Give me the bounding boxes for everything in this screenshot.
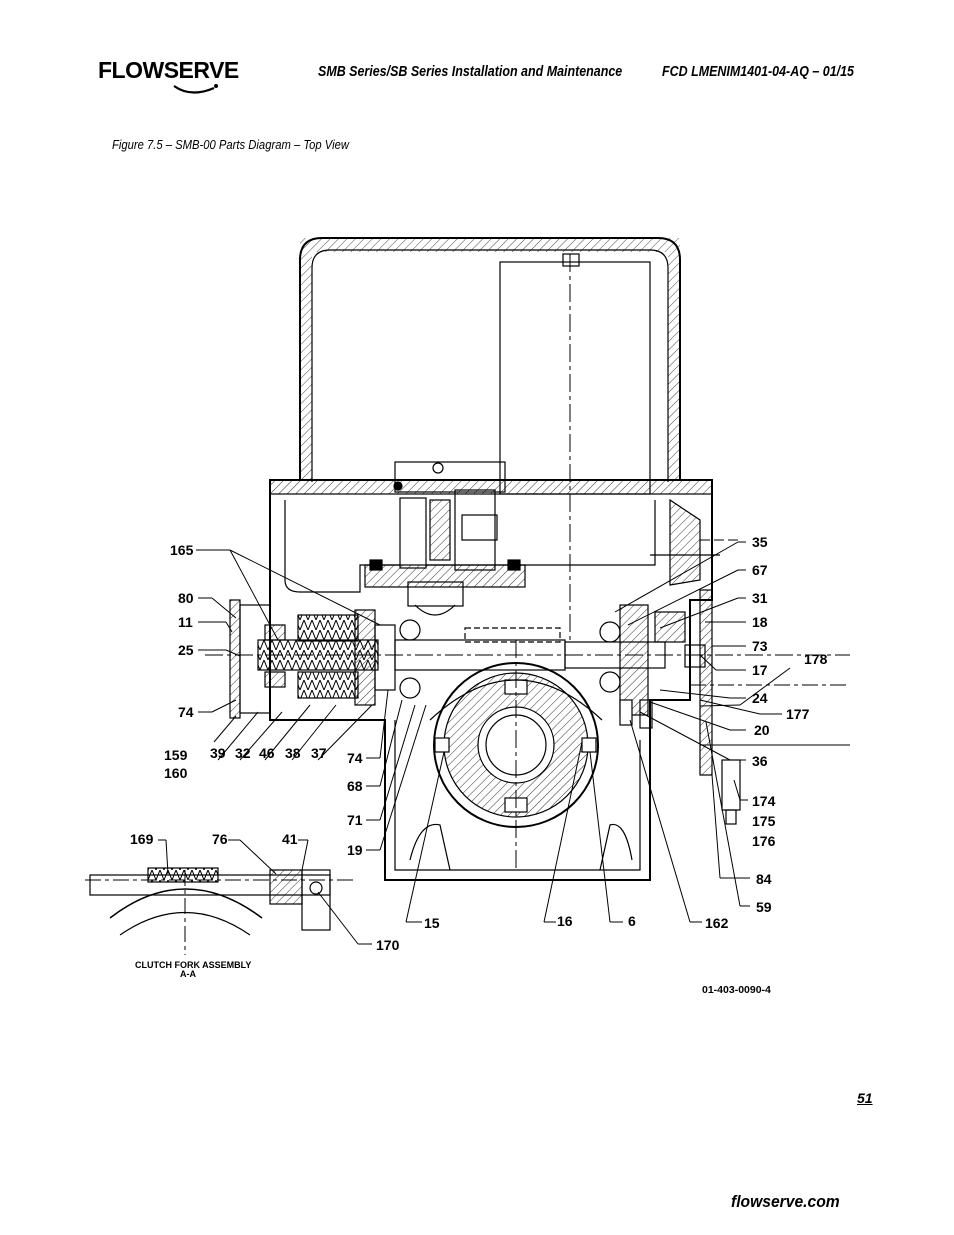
limit-switch-assembly	[364, 461, 526, 616]
worm-shaft-assembly	[205, 589, 850, 825]
label-15: 15	[424, 915, 440, 931]
figure-caption: Figure 7.5 – SMB-00 Parts Diagram – Top …	[112, 138, 349, 152]
page-number: 51	[857, 1090, 873, 1106]
label-177: 177	[786, 706, 810, 722]
label-6: 6	[628, 913, 636, 929]
label-31: 31	[752, 590, 768, 606]
label-169: 169	[130, 831, 154, 847]
label-46: 46	[259, 745, 275, 761]
label-73: 73	[752, 638, 768, 654]
label-41: 41	[282, 831, 298, 847]
label-59: 59	[756, 899, 772, 915]
label-71: 71	[347, 812, 363, 828]
label-24: 24	[752, 690, 768, 706]
label-67: 67	[752, 562, 768, 578]
label-18: 18	[752, 614, 768, 630]
label-159: 159	[164, 747, 188, 763]
label-11: 11	[178, 614, 193, 630]
footer-website[interactable]: flowserve.com	[731, 1192, 840, 1211]
label-175: 175	[752, 813, 776, 829]
label-20: 20	[754, 722, 770, 738]
label-19: 19	[347, 842, 363, 858]
label-76: 76	[212, 831, 228, 847]
label-80: 80	[178, 590, 194, 606]
label-17: 17	[752, 662, 768, 678]
label-160: 160	[164, 765, 188, 781]
label-170: 170	[376, 937, 400, 953]
label-162: 162	[705, 915, 729, 931]
label-178: 178	[804, 651, 828, 667]
label-25: 25	[178, 642, 194, 658]
label-36: 36	[752, 753, 768, 769]
label-74b: 74	[347, 750, 363, 766]
label-35: 35	[752, 534, 768, 550]
label-165: 165	[170, 542, 194, 558]
inset-title-line1: CLUTCH FORK ASSEMBLY	[135, 960, 251, 970]
leader-lines	[158, 541, 791, 945]
part-labels: 165 80 11 25 74 159 160 39 32 46 38 37 7…	[130, 534, 828, 996]
label-37: 37	[311, 745, 327, 761]
label-174: 174	[752, 793, 776, 809]
worm-gear	[429, 254, 603, 870]
logo-wordmark: FLOWSERVE	[98, 57, 239, 83]
label-38: 38	[285, 745, 301, 761]
drawing-number: 01-403-0090-4	[702, 984, 771, 996]
label-74a: 74	[178, 704, 194, 720]
label-68: 68	[347, 778, 363, 794]
flowserve-logo	[173, 84, 218, 94]
label-32: 32	[235, 745, 251, 761]
label-84: 84	[756, 871, 772, 887]
label-176: 176	[752, 833, 776, 849]
motor-housing	[299, 237, 681, 495]
document-title: SMB Series/SB Series Installation and Ma…	[318, 64, 623, 80]
label-16: 16	[557, 913, 573, 929]
document-code: FCD LMENIM1401-04-AQ – 01/15	[662, 64, 854, 80]
clutch-fork-inset	[85, 867, 355, 955]
label-39: 39	[210, 745, 226, 761]
inset-title-line2: A-A	[180, 969, 196, 979]
